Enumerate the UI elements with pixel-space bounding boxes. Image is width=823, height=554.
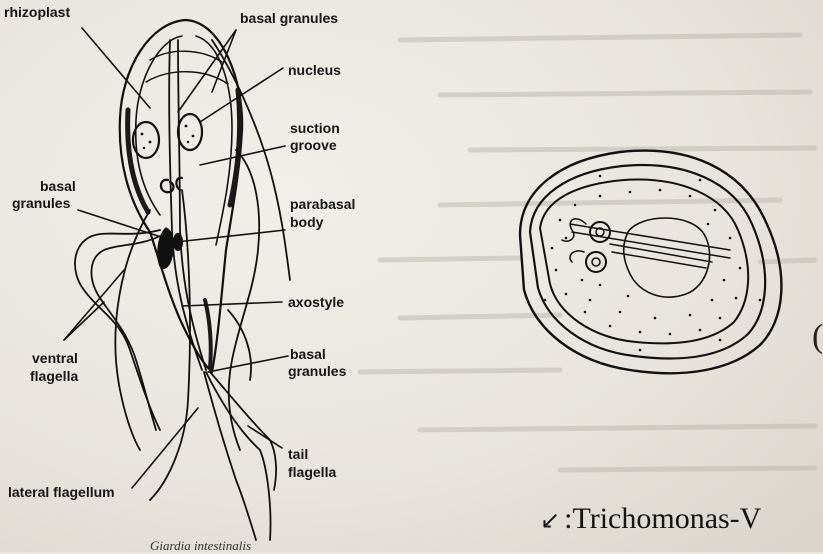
label-ventral-flagella-line2: flagella	[30, 368, 78, 385]
caption-arrow-icon: ↙	[540, 506, 560, 534]
label-tail-flagella-line2: flagella	[288, 464, 336, 481]
label-basal-granules-left-line2: granules	[12, 195, 70, 212]
figure-caption: ↙:Trichomonas-V	[540, 502, 761, 536]
caption-text: :Trichomonas-V	[564, 502, 761, 535]
label-basal-granules-top: basal granules	[240, 10, 338, 27]
label-basal-granules-lower-line1: basal	[290, 346, 326, 363]
label-suction-groove-line1: suction	[290, 120, 340, 137]
label-parabasal-body-line2: body	[290, 214, 323, 231]
edge-parenthesis: (	[812, 318, 823, 356]
label-basal-granules-lower-line2: granules	[288, 363, 346, 380]
label-lateral-flagellum: lateral flagellum	[8, 484, 115, 501]
label-basal-granules-left-line1: basal	[40, 178, 76, 195]
label-axostyle: axostyle	[288, 294, 344, 311]
label-tail-flagella-line1: tail	[288, 446, 308, 463]
label-suction-groove-line2: groove	[290, 137, 337, 154]
label-parabasal-body-line1: parabasal	[290, 196, 355, 213]
label-rhizoplast: rhizoplast	[4, 4, 70, 21]
label-ventral-flagella-line1: ventral	[32, 350, 78, 367]
label-nucleus: nucleus	[288, 62, 341, 79]
